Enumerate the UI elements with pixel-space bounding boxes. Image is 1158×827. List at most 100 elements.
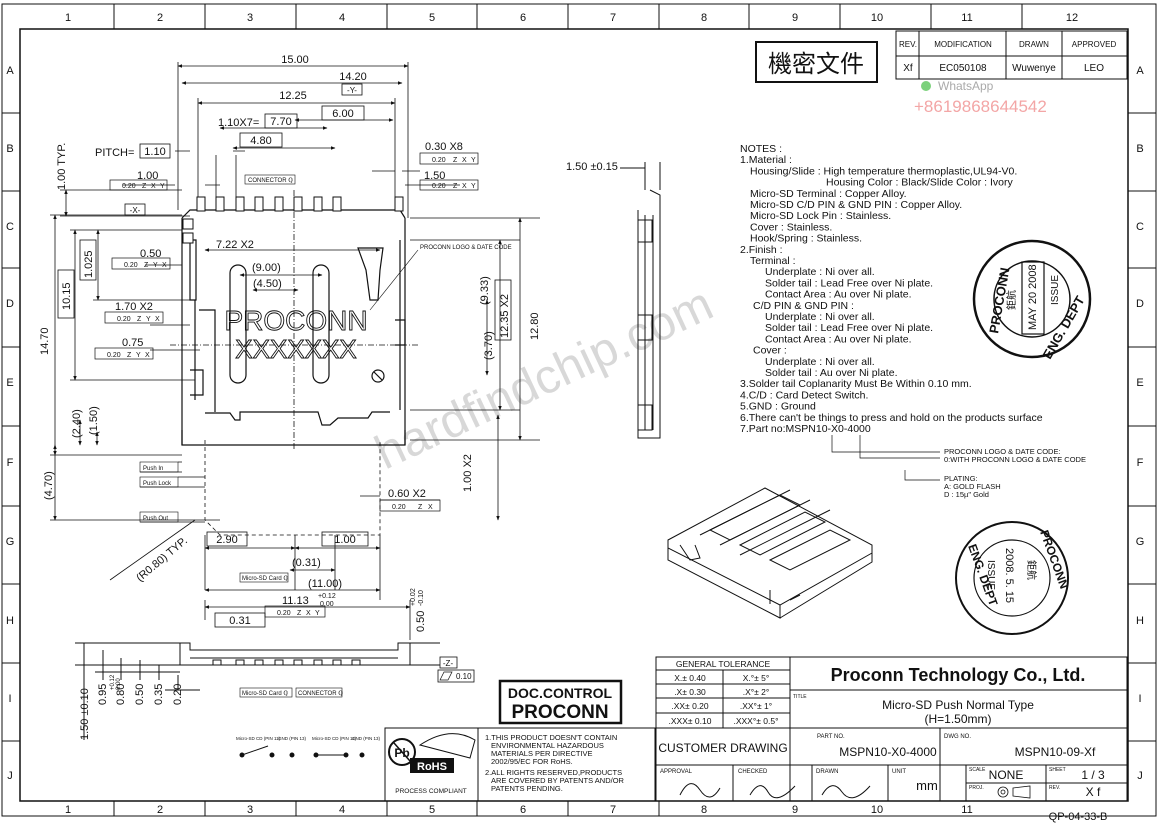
fcf-tol: 0.20 [432, 183, 446, 190]
rohs-text-1: 2002/95/EC FOR RoHS. [491, 757, 573, 766]
fcf-tol: 0.20 [277, 610, 291, 617]
switch-label: GND (PIN 13) [352, 736, 381, 741]
watermark-site: hardfindchip.com [367, 277, 721, 480]
top-view-centerlines [170, 190, 420, 450]
grid-col: 3 [247, 12, 253, 24]
modification-header: MODIFICATION [934, 40, 992, 49]
dwg-no-label: DWG NO. [944, 734, 971, 740]
grid-column-labels: 1 2 3 4 5 6 7 8 9 10 11 12 1 2 3 4 5 6 7… [65, 12, 1078, 816]
note-line: Underplate : Ni over all. [765, 266, 875, 278]
fcf-datum: X [155, 316, 160, 323]
microsd-card-ref-front: Micro-SD Card ℚ [242, 690, 288, 697]
fcf-tol: 0.20 [432, 157, 446, 164]
notes: NOTES :1.Material :Housing/Slide : High … [740, 143, 1043, 435]
pitch-label: PITCH= [95, 147, 134, 159]
note-line: Solder tail : Lead Free over Ni plate. [765, 322, 933, 334]
date-code-marking: XXXXXXX [235, 334, 356, 364]
isometric-view [667, 487, 873, 619]
grid-col: 9 [792, 804, 798, 816]
drawn-label: DRAWN [816, 769, 838, 775]
dim-6-00: 6.00 [332, 108, 353, 120]
logo-callout-1: PROCONN LOGO & DATE CODE: [944, 447, 1061, 456]
fcf-datum: Y [153, 262, 158, 269]
title-block: Proconn Technology Co., Ltd. TITLE Micro… [655, 656, 1128, 823]
note-line: C/D PIN & GND PIN : [753, 300, 854, 312]
tolerance-table: GENERAL TOLERANCE X.± 0.40 X.°± 5° .X± 0… [655, 656, 791, 729]
note-line: Contact Area : Au over Ni plate. [765, 289, 912, 301]
note-line: 7.Part no:MSPN10-X0-4000 [740, 423, 871, 435]
modification-value: EC050108 [939, 63, 987, 74]
dim-11-00: (11.00) [308, 578, 342, 590]
switch-label: Micro-SD CD (PIN 11) [312, 736, 357, 741]
sheet-value: 1 / 3 [1081, 768, 1105, 782]
rohs-text-1: 1.THIS PRODUCT DOESN'T CONTAIN [485, 733, 617, 742]
rev-header: REV. [899, 40, 917, 49]
dim-0-50-front: 0.50 [134, 684, 146, 705]
rohs-text-2: PATENTS PENDING. [491, 784, 563, 793]
customer-drawing: CUSTOMER DRAWING [658, 741, 787, 755]
stamp1-date: MAY 20 2008 [1027, 264, 1039, 330]
grid-col: 7 [610, 12, 616, 24]
fcf-datum: X [462, 183, 467, 190]
grid-row: J [7, 770, 13, 782]
grid-row: E [1136, 377, 1143, 389]
dim-4-70: (4.70) [43, 471, 55, 500]
part-callouts: PROCONN LOGO & DATE CODE: 0:WITH PROCONN… [831, 435, 1086, 499]
note-line: NOTES : [740, 143, 782, 155]
issue-stamp-2: PROCONN ENG. DEPT 2008. 5. 15 ISSUE 鉅航 [955, 521, 1071, 635]
grid-row: B [6, 143, 13, 155]
dim-1-50: 1.50 [424, 170, 445, 182]
connector-ref-top: CONNECTOR ℚ [248, 177, 293, 184]
dim-0-75: 0.75 [122, 337, 143, 349]
fcf-datum: Z [297, 610, 302, 617]
stamp1-mid: 鉅航 [1005, 290, 1018, 310]
whatsapp-icon [921, 81, 931, 91]
confidential-stamp-text: 機密文件 [768, 51, 864, 78]
note-line: 6.There can't be things to press and hol… [740, 412, 1043, 424]
tol-cell: .X°± 2° [743, 687, 770, 697]
fcf-datum: X [428, 504, 433, 511]
dim-2-40: (2.40) [71, 409, 83, 438]
grid-col: 4 [339, 804, 345, 816]
stamp2-mid: 鉅航 [1025, 560, 1038, 580]
note-line: Micro-SD Lock Pin : Stainless. [750, 210, 891, 222]
fcf-datum: X [145, 352, 150, 359]
fcf-texts: 0.20 0.20 0.20 0.20 0.20 0.20 0.20 0.20 … [107, 157, 476, 617]
doc-control-stamp: DOC.CONTROL PROCONN [498, 679, 623, 725]
feature-control-frames [94, 152, 479, 618]
dim-0-80-tol-lower: 0.00 [116, 678, 122, 690]
stamp2-date: 2008. 5. 15 [1003, 548, 1015, 603]
datum-x: -X- [130, 206, 141, 215]
logo-marking: PROCONN [224, 305, 367, 336]
dim-7-22x2: 7.22 X2 [216, 239, 254, 251]
rohs-text-1: ENVIRONMENTAL HAZARDOUS [491, 741, 604, 750]
grid-col: 8 [701, 804, 707, 816]
issue-stamp-1: PROCONN ENG. DEPT MAY 20 2008 ISSUE 鉅航 [972, 239, 1092, 362]
logo-note-1: PROCONN LOGO & DATE CODE [420, 245, 512, 251]
dim-0-80: 0.80 [115, 684, 127, 705]
dim-1-00x2: 1.00 X2 [462, 454, 474, 492]
stamp1-bottom: ENG. DEPT [1040, 293, 1088, 361]
stamp2-top: PROCONN [1037, 528, 1071, 590]
doc-control-line1: DOC.CONTROL [508, 685, 613, 701]
fcf-datum: X [306, 610, 311, 617]
dim-1-10x7: 1.10X7= [218, 117, 259, 129]
grid-col: 2 [157, 804, 163, 816]
dim-0-50-vert: 0.50 [415, 611, 427, 632]
dim-0-80-tol-upper: +0.12 [110, 674, 116, 690]
tol-cell: X.°± 5° [743, 673, 770, 683]
note-line: Hook/Spring : Stainless. [750, 233, 862, 245]
drawing-title-2: (H=1.50mm) [924, 712, 991, 726]
projection-icon [997, 785, 1031, 799]
grid-col: 6 [520, 804, 526, 816]
fcf-datum: Y [471, 157, 476, 164]
scale-value: NONE [989, 768, 1024, 782]
grid-col: 5 [429, 804, 435, 816]
grid-col: 11 [961, 12, 972, 24]
fcf-datum: Z [453, 157, 458, 164]
form-number: QP-04-33-B [1049, 811, 1108, 823]
grid-col: 12 [1066, 12, 1078, 24]
dim-1-00: 1.00 [137, 170, 158, 182]
tol-cell: .X± 0.30 [674, 687, 706, 697]
